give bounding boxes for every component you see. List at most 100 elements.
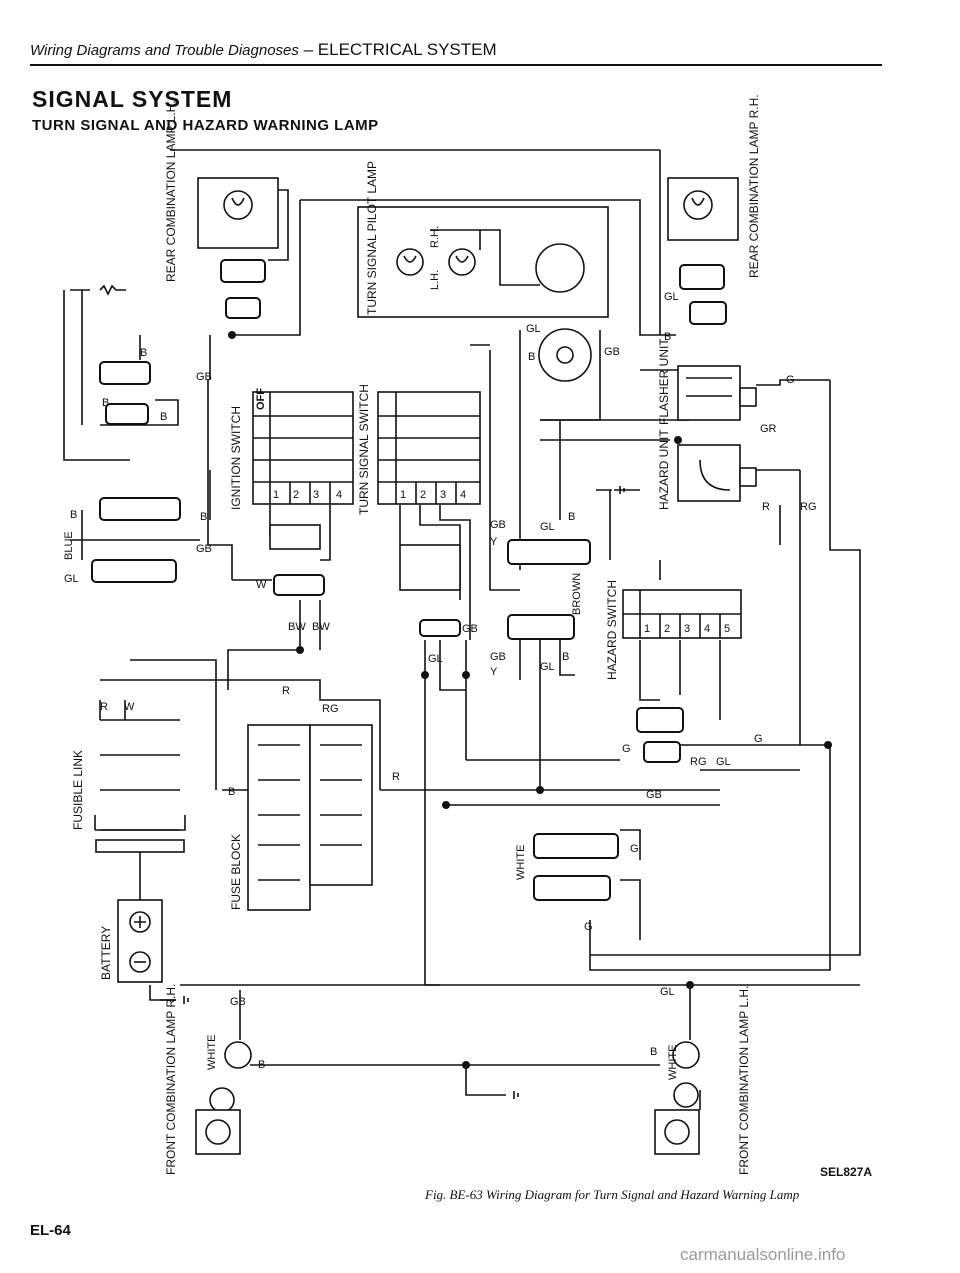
hazard-switch-label: HAZARD SWITCH <box>605 580 619 680</box>
wire-label: GL <box>540 661 555 673</box>
wire-label: GL <box>540 521 555 533</box>
wire-label: G <box>584 921 593 933</box>
flasher-label: FLASHER UNIT <box>657 338 671 425</box>
round-connector-center <box>538 328 592 382</box>
ign-term-3: 3 <box>313 489 319 501</box>
ts-term-1: 1 <box>400 489 406 501</box>
wire-label: GL <box>64 573 79 585</box>
wire-label: R <box>100 701 108 713</box>
battery: BATTERY <box>99 899 163 983</box>
front-lh-label: FRONT COMBINATION LAMP L.H. <box>737 986 751 1175</box>
wire-label: B <box>200 511 207 523</box>
wire-label: GB <box>230 996 246 1008</box>
hazard-switch: 1 2 3 4 5 HAZARD SWITCH <box>605 580 742 680</box>
wire-label: GB <box>646 789 662 801</box>
connector-a <box>99 361 151 385</box>
wire-label: GB <box>462 623 478 635</box>
wire-label: GL <box>526 323 541 335</box>
wire-label: B <box>664 331 671 343</box>
figure-code: SEL827A <box>820 1165 873 1179</box>
wire-label: B <box>258 1059 265 1071</box>
wire-label: B <box>160 411 167 423</box>
connector-f <box>419 619 461 637</box>
front-combination-lamp-rh: FRONT COMBINATION LAMP R.H. <box>164 984 252 1175</box>
connector-k <box>533 833 619 859</box>
wire-label: G <box>754 733 763 745</box>
fuse-block-label: FUSE BLOCK <box>229 834 243 910</box>
ign-term-4: 4 <box>336 489 342 501</box>
wire-label: BLUE <box>63 531 75 560</box>
ground-symbols <box>70 284 625 1099</box>
hz-term-1: 1 <box>644 623 650 635</box>
connector-h <box>507 614 575 640</box>
connector-l <box>533 875 611 901</box>
wire-label: GL <box>428 653 443 665</box>
wire-label: B <box>528 351 535 363</box>
hazard-unit-label: HAZARD UNIT <box>657 429 671 510</box>
wire-labels: BLUE BROWN WHITE WHITE WHITE B B B B B G… <box>63 291 817 1080</box>
wire-label: RG <box>690 756 707 768</box>
watermark: carmanualsonline.info <box>680 1245 846 1264</box>
section-header-italic: Wiring Diagrams and Trouble Diagnoses <box>30 42 299 59</box>
wire-label: GB <box>196 371 212 383</box>
page-number: EL-64 <box>30 1222 71 1239</box>
wire-label: Y <box>490 666 498 678</box>
wire-label: GB <box>196 543 212 555</box>
pilot-label: TURN SIGNAL PILOT LAMP <box>365 161 379 315</box>
wire-label: B <box>102 397 109 409</box>
wire-label: B <box>140 347 147 359</box>
connector-c <box>99 497 181 521</box>
wire-label: B <box>70 509 77 521</box>
front-rh-label: FRONT COMBINATION LAMP R.H. <box>164 984 178 1175</box>
rear-combination-lamp-lh: REAR COMBINATION LAMP L.H. <box>164 100 279 319</box>
turn-signal-pilot-lamp: TURN SIGNAL PILOT LAMP R.H. L.H. <box>357 161 609 318</box>
wire-label: R <box>282 685 290 697</box>
ignition-label: IGNITION SWITCH <box>229 406 243 510</box>
hz-term-5: 5 <box>724 623 730 635</box>
page-title: SIGNAL SYSTEM <box>32 86 233 112</box>
wire-label: Y <box>490 536 498 548</box>
ignition-switch: OFF 1 2 3 4 IGNITION SWITCH <box>229 388 354 550</box>
wire-label: GB <box>490 519 506 531</box>
hazard-unit: HAZARD UNIT <box>657 429 757 510</box>
wire-label: B <box>562 651 569 663</box>
wire-label: GB <box>490 651 506 663</box>
wire-label: WHITE <box>515 845 527 880</box>
pilot-lh-label: L.H. <box>429 270 441 290</box>
connector-g <box>507 539 591 565</box>
fuse-block: FUSE BLOCK <box>229 724 373 911</box>
page-subtitle: TURN SIGNAL AND HAZARD WARNING LAMP <box>32 117 379 134</box>
wire-label: BW <box>288 621 306 633</box>
wire-label: B <box>228 786 235 798</box>
rear-rh-label: REAR COMBINATION LAMP R.H. <box>747 94 761 278</box>
battery-label: BATTERY <box>99 926 113 980</box>
wire-label: B <box>650 1046 657 1058</box>
wire-label: WHITE <box>667 1045 679 1080</box>
section-header-suffix: – ELECTRICAL SYSTEM <box>298 40 497 59</box>
flasher-unit: FLASHER UNIT <box>657 338 757 425</box>
hz-term-3: 3 <box>684 623 690 635</box>
wire-label: R <box>762 501 770 513</box>
ign-term-2: 2 <box>293 489 299 501</box>
wire-label: WHITE <box>206 1035 218 1070</box>
wire-label: G <box>630 843 639 855</box>
wire-label: BROWN <box>571 573 583 615</box>
rear-combination-lamp-rh: REAR COMBINATION LAMP R.H. <box>667 94 761 325</box>
header-rule <box>30 64 882 66</box>
wire-label: GB <box>604 346 620 358</box>
connectors <box>91 361 684 901</box>
hz-term-4: 4 <box>704 623 710 635</box>
wire-label: G <box>622 743 631 755</box>
wire-label: G <box>786 374 795 386</box>
turn-switch-label: TURN SIGNAL SWITCH <box>357 384 371 515</box>
wire-label: GL <box>660 986 675 998</box>
wire-label: B <box>568 511 575 523</box>
rear-lh-label: REAR COMBINATION LAMP L.H. <box>164 100 178 282</box>
turn-signal-switch: 1 2 3 4 TURN SIGNAL SWITCH <box>357 384 481 591</box>
connector-e <box>273 574 325 596</box>
ts-term-2: 2 <box>420 489 426 501</box>
ts-term-4: 4 <box>460 489 466 501</box>
fusible-link: FUSIBLE LINK <box>71 719 186 853</box>
ign-term-1: 1 <box>273 489 279 501</box>
